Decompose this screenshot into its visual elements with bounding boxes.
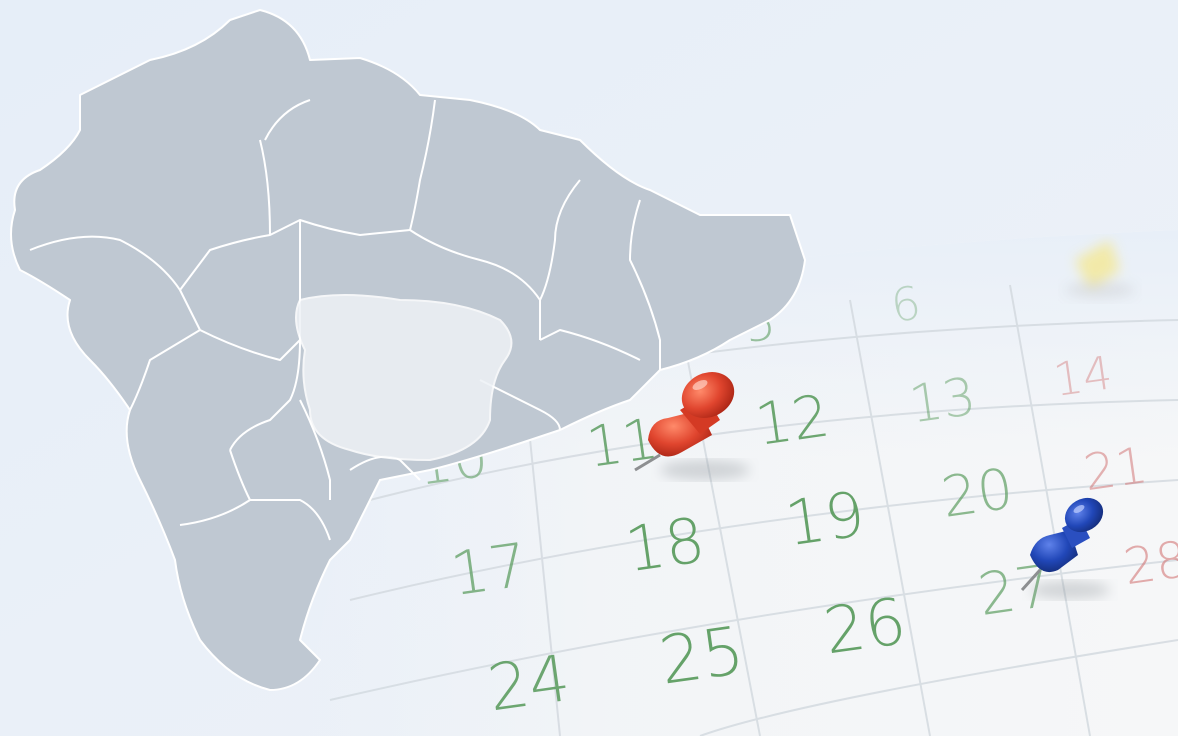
calendar-day-21: 21 (1080, 436, 1151, 502)
calendar-day-18: 18 (621, 503, 709, 586)
calendar-day-11: 11 (583, 407, 663, 481)
calendar-day-12: 12 (751, 381, 834, 459)
calendar-day-19: 19 (781, 477, 869, 560)
red-pushpin (634, 372, 750, 480)
calendar-day-25: 25 (655, 612, 749, 700)
calendar-day-28: 28 (1120, 530, 1178, 596)
yellow-pushpin (1065, 240, 1135, 298)
calendar-day-14: 14 (1050, 345, 1115, 407)
region-map-icon (10, 9, 806, 691)
calendar-day-13: 13 (906, 367, 980, 436)
calendar-day-17: 17 (447, 530, 532, 610)
calendar-day-20: 20 (938, 457, 1018, 531)
blue-pushpin (1020, 497, 1110, 599)
calendar-day-24: 24 (484, 642, 575, 727)
calendar-day-26: 26 (820, 585, 911, 670)
